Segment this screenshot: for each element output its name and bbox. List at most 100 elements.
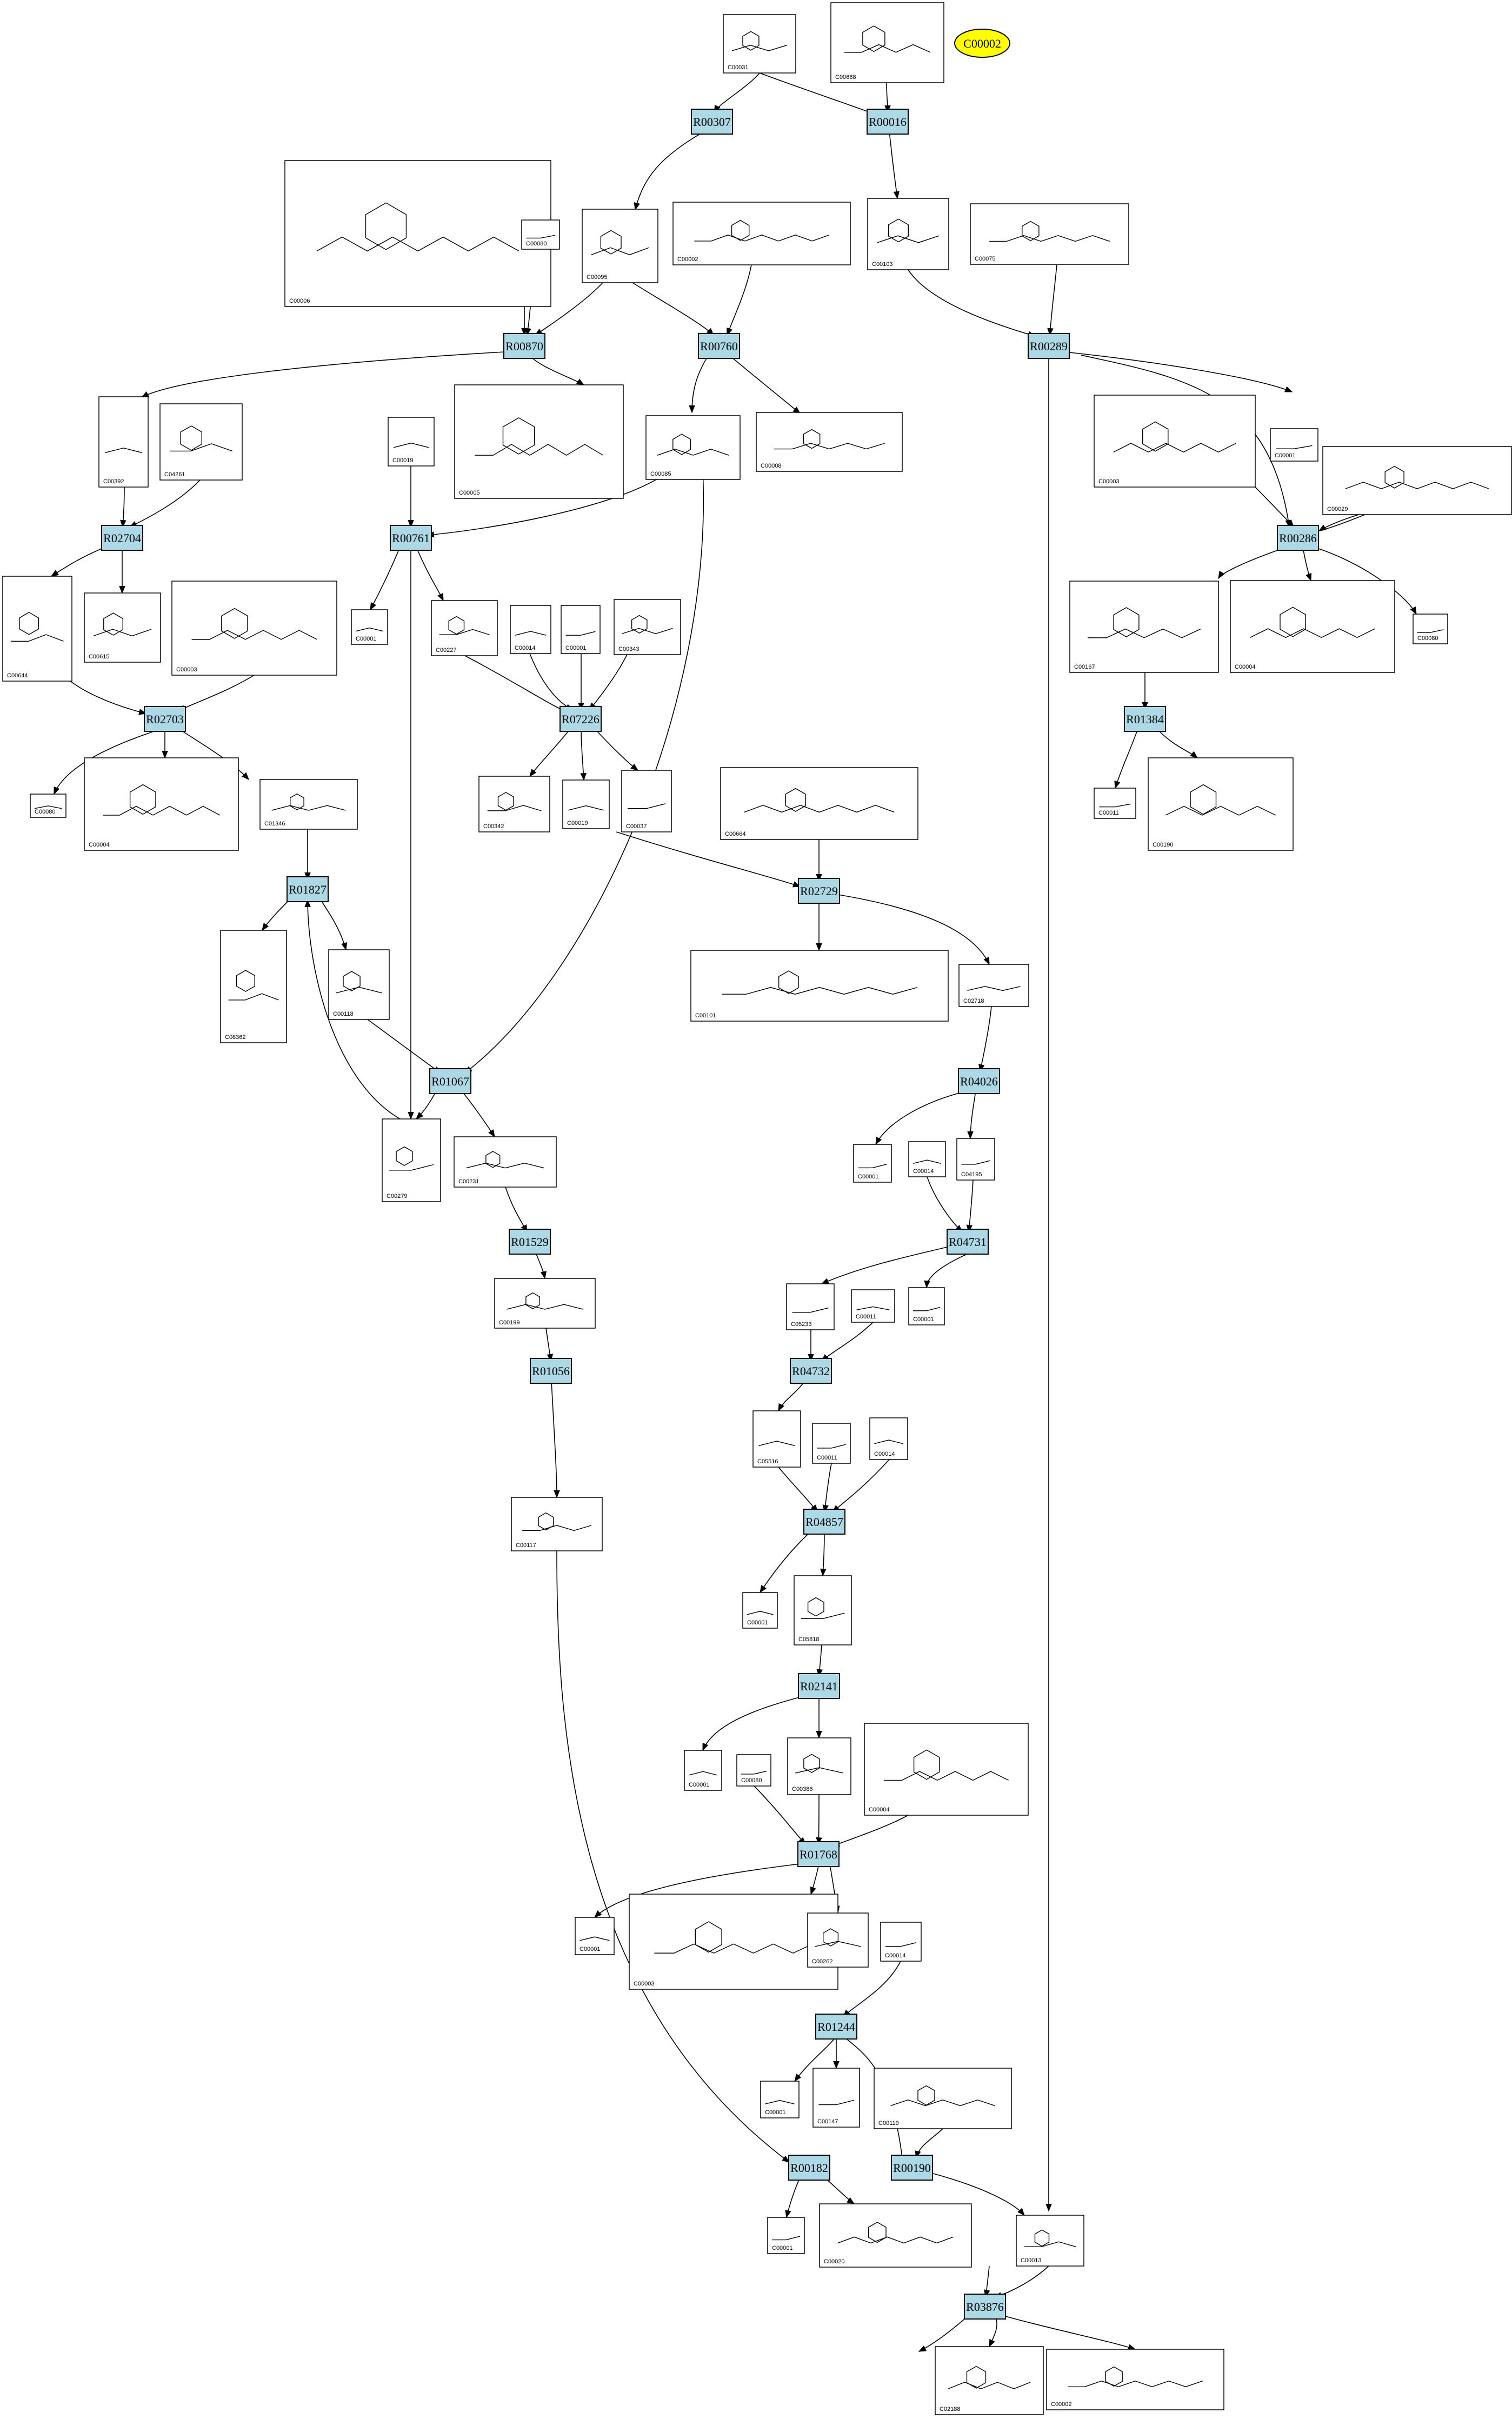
compound-node[interactable]: C00002 xyxy=(1046,2349,1224,2410)
compound-node[interactable]: C01346 xyxy=(259,779,358,830)
compound-node[interactable]: C00262 xyxy=(807,1912,869,1968)
reaction-node[interactable]: R01244 xyxy=(815,2014,857,2040)
compound-node[interactable]: C00190 xyxy=(1148,757,1294,851)
compound-node[interactable]: C00080 xyxy=(736,1754,771,1787)
reaction-node[interactable]: R01768 xyxy=(797,1841,840,1867)
reaction-node[interactable]: R00760 xyxy=(698,333,740,359)
compound-node[interactable]: C00080 xyxy=(521,219,560,250)
compound-node[interactable]: C00020 xyxy=(819,2203,972,2268)
compound-node[interactable]: C00279 xyxy=(382,1118,441,1202)
ring-bond xyxy=(502,417,535,455)
compound-node[interactable]: C05818 xyxy=(794,1575,852,1645)
compound-node[interactable]: C00031 xyxy=(723,14,796,74)
compound-node[interactable]: C00147 xyxy=(812,2068,860,2128)
compound-node[interactable]: C00011 xyxy=(851,1289,895,1323)
compound-node[interactable]: C00001 xyxy=(767,2217,805,2254)
compound-node[interactable]: C00003 xyxy=(629,1894,838,1990)
compound-node[interactable]: C02718 xyxy=(958,964,1029,1007)
reaction-node[interactable]: R02141 xyxy=(798,1673,840,1699)
compound-node[interactable]: C00001 xyxy=(853,1144,892,1183)
compound-node[interactable]: C05233 xyxy=(786,1283,835,1330)
compound-node[interactable]: C00014 xyxy=(880,1922,922,1962)
compound-node[interactable]: C00011 xyxy=(1094,788,1136,819)
reaction-node[interactable]: R04026 xyxy=(958,1068,1000,1094)
reaction-node[interactable]: R01067 xyxy=(429,1068,471,1094)
reaction-node[interactable]: R00761 xyxy=(390,525,432,551)
compound-node[interactable]: C00001 xyxy=(760,2081,800,2118)
compound-node[interactable]: C04261 xyxy=(159,403,243,481)
reaction-node[interactable]: R00190 xyxy=(891,2155,933,2181)
reaction-node[interactable]: R00870 xyxy=(503,333,545,359)
reaction-node[interactable]: R00016 xyxy=(867,109,909,135)
compound-node[interactable]: C00075 xyxy=(970,203,1129,265)
reaction-node[interactable]: R03876 xyxy=(964,2294,1006,2320)
highlight-compound-node[interactable]: C00002 xyxy=(954,29,1010,58)
compound-node[interactable]: C00080 xyxy=(1413,614,1448,644)
compound-node[interactable]: C00004 xyxy=(84,757,239,851)
reaction-node[interactable]: R01529 xyxy=(509,1229,551,1255)
compound-node[interactable]: C08362 xyxy=(220,930,287,1043)
compound-node[interactable]: C02188 xyxy=(935,2346,1044,2415)
compound-node[interactable]: C00013 xyxy=(1016,2215,1084,2267)
compound-node[interactable]: C00003 xyxy=(171,581,337,676)
compound-node[interactable]: C00103 xyxy=(867,198,949,270)
compound-node[interactable]: C00668 xyxy=(830,2,944,83)
compound-node[interactable]: C00227 xyxy=(431,600,498,656)
compound-node[interactable]: C00117 xyxy=(511,1497,603,1551)
compound-node[interactable]: C00006 xyxy=(284,160,551,307)
compound-node[interactable]: C00003 xyxy=(1094,395,1256,488)
reaction-node[interactable]: R00286 xyxy=(1277,525,1319,551)
compound-node[interactable]: C00001 xyxy=(575,1917,615,1955)
compound-node[interactable]: C00005 xyxy=(454,384,624,499)
compound-node[interactable]: C00001 xyxy=(1270,428,1318,462)
reaction-node[interactable]: R01056 xyxy=(530,1358,572,1384)
compound-node[interactable]: C00343 xyxy=(614,599,681,655)
compound-node[interactable]: C00001 xyxy=(684,1750,722,1791)
compound-node[interactable]: C00199 xyxy=(494,1278,596,1329)
compound-node[interactable]: C00118 xyxy=(328,949,390,1020)
reaction-node[interactable]: R02703 xyxy=(144,706,186,732)
compound-node[interactable]: C00014 xyxy=(510,605,551,654)
compound-node[interactable]: C00342 xyxy=(478,776,550,832)
reaction-node[interactable]: R00289 xyxy=(1028,333,1070,359)
compound-node[interactable]: C00002 xyxy=(672,202,851,265)
reaction-node[interactable]: R02704 xyxy=(101,525,143,551)
compound-node[interactable]: C00001 xyxy=(742,1592,778,1629)
compound-node[interactable]: C00119 xyxy=(874,2068,1012,2129)
compound-node[interactable]: C00014 xyxy=(908,1141,946,1177)
compound-node[interactable]: C05516 xyxy=(752,1410,801,1468)
compound-node[interactable]: C00101 xyxy=(690,950,949,1022)
compound-node[interactable]: C00004 xyxy=(1230,580,1395,673)
compound-node[interactable]: C04195 xyxy=(956,1138,995,1181)
compound-node[interactable]: C00001 xyxy=(561,605,601,654)
compound-node[interactable]: C00615 xyxy=(84,592,161,663)
compound-node[interactable]: C00664 xyxy=(720,767,918,840)
compound-node[interactable]: C00392 xyxy=(98,396,149,488)
compound-node[interactable]: C00004 xyxy=(864,1723,1029,1816)
reaction-node[interactable]: R04732 xyxy=(790,1358,832,1384)
reaction-node[interactable]: R00182 xyxy=(788,2155,830,2181)
compound-node[interactable]: C00029 xyxy=(1322,446,1512,515)
reaction-node[interactable]: R02729 xyxy=(798,878,840,904)
compound-node[interactable]: C00001 xyxy=(351,609,388,645)
compound-node[interactable]: C00019 xyxy=(562,779,610,829)
compound-node[interactable]: C00037 xyxy=(621,770,672,832)
reaction-node[interactable]: R07226 xyxy=(559,706,602,732)
compound-node[interactable]: C00644 xyxy=(2,576,72,682)
compound-node[interactable]: C00080 xyxy=(30,794,66,818)
compound-node[interactable]: C00085 xyxy=(645,415,741,480)
compound-node[interactable]: C00386 xyxy=(787,1737,851,1795)
compound-node[interactable]: C00011 xyxy=(812,1423,851,1464)
compound-node[interactable]: C00008 xyxy=(756,412,903,472)
compound-node[interactable]: C00019 xyxy=(388,417,435,467)
compound-node[interactable]: C00001 xyxy=(908,1287,945,1325)
compound-node[interactable]: C00231 xyxy=(454,1136,557,1188)
compound-node[interactable]: C00014 xyxy=(869,1417,908,1460)
reaction-node[interactable]: R04731 xyxy=(947,1229,989,1255)
reaction-node[interactable]: R00307 xyxy=(691,109,733,135)
compound-node[interactable]: C00095 xyxy=(582,209,658,283)
reaction-node[interactable]: R01827 xyxy=(287,876,329,902)
reaction-node[interactable]: R04857 xyxy=(803,1509,845,1535)
reaction-node[interactable]: R01384 xyxy=(1124,706,1166,732)
compound-node[interactable]: C00167 xyxy=(1069,581,1219,673)
